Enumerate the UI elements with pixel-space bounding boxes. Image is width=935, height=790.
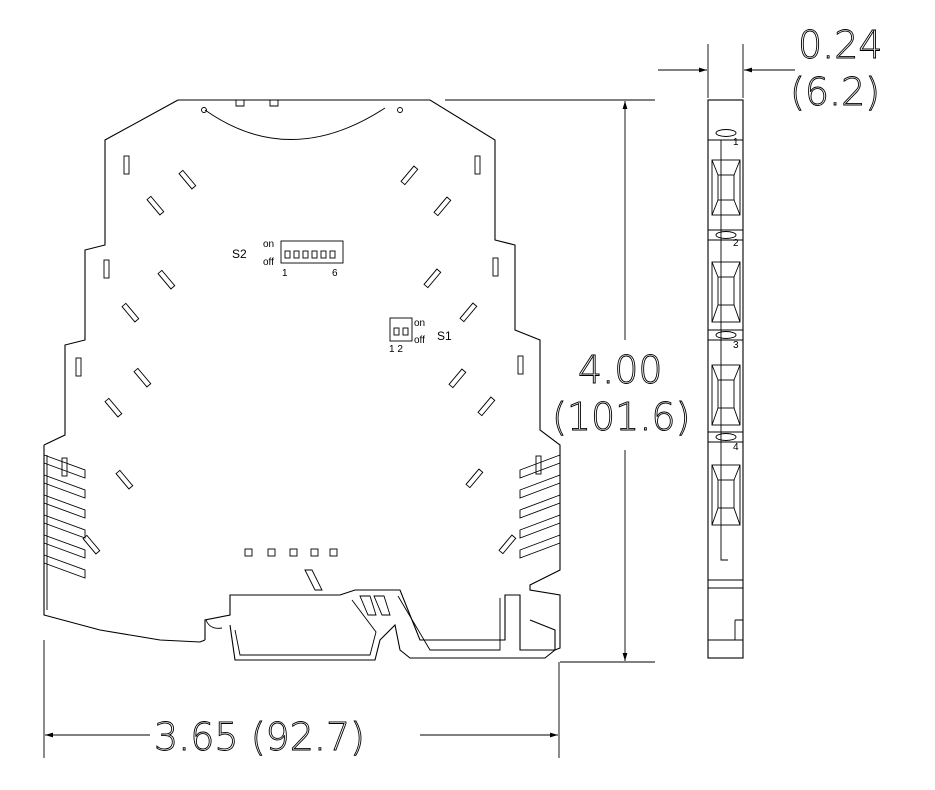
led-2: [267, 548, 276, 557]
thickness-inches: 0.24: [798, 23, 883, 67]
s1-on-label: on: [414, 318, 425, 329]
dip-switch-s2: S2 on off 1 6: [232, 239, 344, 279]
thickness-dimension: 0.24 (6.2): [658, 23, 883, 114]
terminal-2-label: 2: [733, 238, 739, 249]
height-inches: 4.00: [578, 348, 663, 392]
terminal-4-label: 4: [733, 442, 739, 453]
height-mm: (101.6): [552, 395, 690, 439]
led-3: [289, 548, 298, 557]
led-5: [329, 548, 338, 557]
thickness-mm: (6.2): [790, 70, 880, 114]
dip-switch-s1: on off S1 1 2: [389, 317, 452, 355]
width-dimension: 3.65 (92.7): [43, 640, 560, 759]
height-dimension: 4.00 (101.6): [445, 99, 691, 663]
width-label: 3.65 (92.7): [154, 715, 365, 759]
s2-last-position: 6: [332, 268, 338, 279]
led-4: [310, 548, 319, 557]
s1-off-label: off: [414, 335, 425, 346]
s2-first-position: 1: [282, 268, 288, 279]
s2-off-label: off: [263, 257, 274, 268]
s1-label: S1: [437, 329, 452, 343]
side-view: 1 2 3 4: [707, 99, 744, 659]
front-view: S2 on off 1 6 on off S1 1 2: [43, 99, 561, 661]
terminal-3-label: 3: [733, 340, 739, 351]
terminal-1-label: 1: [733, 137, 739, 148]
led-1: [244, 548, 253, 557]
s1-positions: 1 2: [389, 344, 403, 355]
s2-label: S2: [232, 247, 247, 261]
s2-on-label: on: [263, 239, 274, 250]
